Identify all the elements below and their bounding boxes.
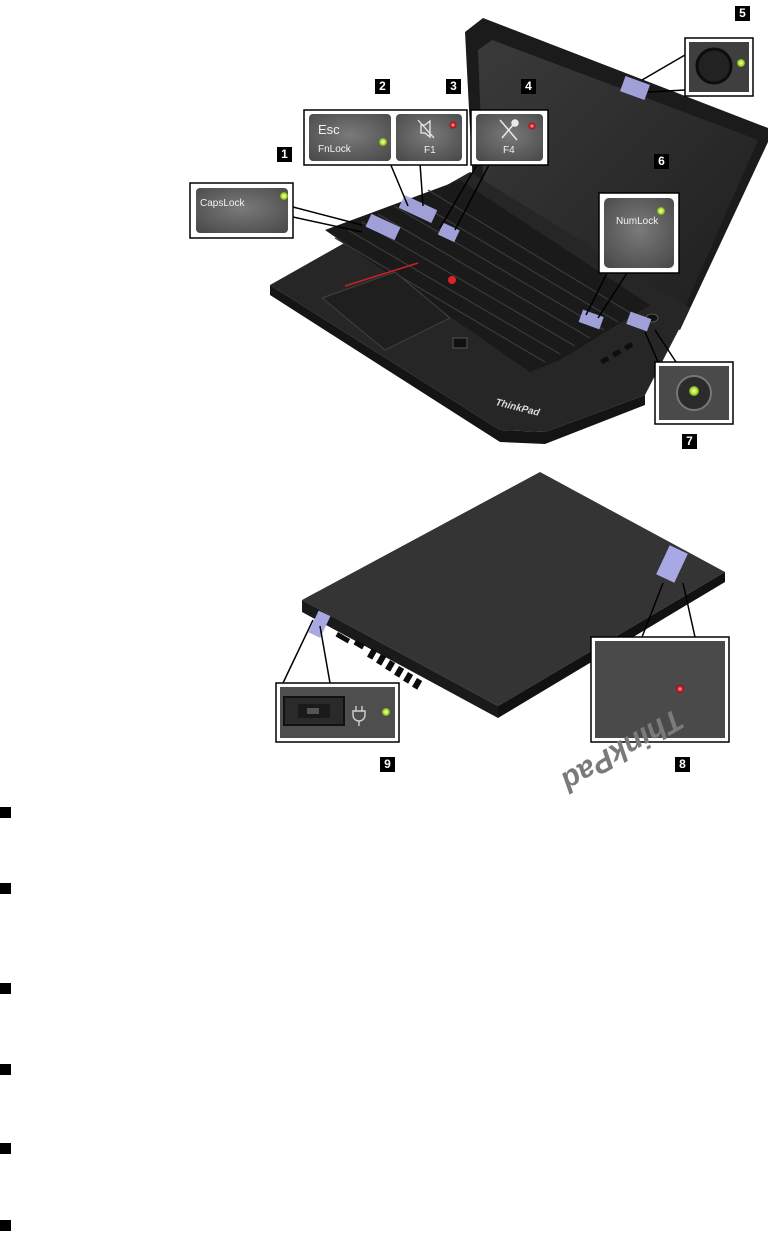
power-led bbox=[689, 386, 699, 396]
numlock-inset: NumLock bbox=[599, 193, 679, 273]
fnlock-f1-inset: Esc FnLock F1 bbox=[304, 110, 467, 165]
fingerprint-reader bbox=[453, 338, 467, 348]
list-marker-6 bbox=[0, 1220, 11, 1231]
callout-marker-4: 4 bbox=[521, 79, 536, 94]
list-marker-4 bbox=[0, 1064, 11, 1075]
camera-inset bbox=[685, 38, 753, 96]
f4-inset: F4 bbox=[471, 110, 548, 165]
logo-led bbox=[676, 685, 684, 693]
numlock-led bbox=[657, 207, 665, 215]
list-marker-5 bbox=[0, 1143, 11, 1154]
camera-lens-icon bbox=[697, 49, 731, 83]
power-button-inset bbox=[655, 362, 733, 424]
callout-marker-8: 8 bbox=[675, 757, 690, 772]
ac-power-led bbox=[382, 708, 390, 716]
fnlock-led bbox=[379, 138, 387, 146]
capslock-key-label: CapsLock bbox=[200, 198, 245, 209]
capslock-inset: CapsLock bbox=[190, 183, 293, 238]
f1-key-label: F1 bbox=[424, 145, 436, 156]
list-marker-1 bbox=[0, 807, 11, 818]
capslock-led bbox=[280, 192, 288, 200]
list-marker-3 bbox=[0, 983, 11, 994]
ac-power-inset bbox=[276, 683, 399, 742]
callout-marker-1: 1 bbox=[277, 147, 292, 162]
callout-marker-2: 2 bbox=[375, 79, 390, 94]
laptop-open: ThinkPad bbox=[190, 18, 768, 444]
callout-marker-3: 3 bbox=[446, 79, 461, 94]
fnlock-key-label: FnLock bbox=[318, 144, 352, 155]
laptop-closed: ThinkPad bbox=[276, 472, 729, 798]
callout-marker-9: 9 bbox=[380, 757, 395, 772]
list-marker-2 bbox=[0, 883, 11, 894]
callout-marker-6: 6 bbox=[654, 154, 669, 169]
camera-led bbox=[737, 59, 745, 67]
f4-key-label: F4 bbox=[503, 145, 515, 156]
numlock-key-label: NumLock bbox=[616, 216, 659, 227]
trackpoint bbox=[448, 276, 456, 284]
micmute-led bbox=[529, 123, 536, 130]
esc-key-label: Esc bbox=[318, 122, 340, 137]
callout-marker-5: 5 bbox=[735, 6, 750, 21]
mute-led bbox=[450, 122, 457, 129]
callout-marker-7: 7 bbox=[682, 434, 697, 449]
